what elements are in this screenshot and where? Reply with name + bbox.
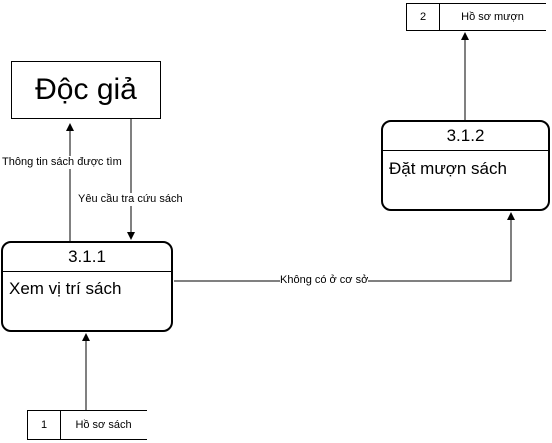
entity-reader: Độc giả — [11, 61, 161, 119]
flow-label-search-request: Yêu cầu tra cứu sách — [78, 193, 183, 206]
process-borrow-book: 3.1.2 Đặt mượn sách — [381, 120, 550, 211]
process-borrow-book-id: 3.1.2 — [383, 122, 548, 151]
flow-label-info-found: Thông tin sách được tìm — [2, 156, 122, 169]
flow-label-not-available: Không có ở cơ sở — [280, 274, 369, 287]
store-book-records-id: 1 — [28, 411, 61, 439]
store-book-records: 1 Hồ sơ sách — [27, 410, 147, 440]
store-borrow-records: 2 Hồ sơ mượn — [406, 3, 546, 31]
flow-line-not-available — [174, 212, 515, 282]
store-book-records-name: Hồ sơ sách — [75, 419, 132, 431]
process-locate-book: 3.1.1 Xem vị trí sách — [1, 241, 173, 332]
entity-reader-label: Độc giả — [35, 73, 137, 106]
store-borrow-records-name: Hồ sơ mượn — [461, 11, 524, 23]
process-locate-book-id: 3.1.1 — [3, 243, 171, 272]
store-borrow-records-id: 2 — [407, 4, 440, 30]
process-borrow-book-name: Đặt mượn sách — [389, 159, 507, 178]
process-locate-book-name: Xem vị trí sách — [9, 279, 122, 298]
